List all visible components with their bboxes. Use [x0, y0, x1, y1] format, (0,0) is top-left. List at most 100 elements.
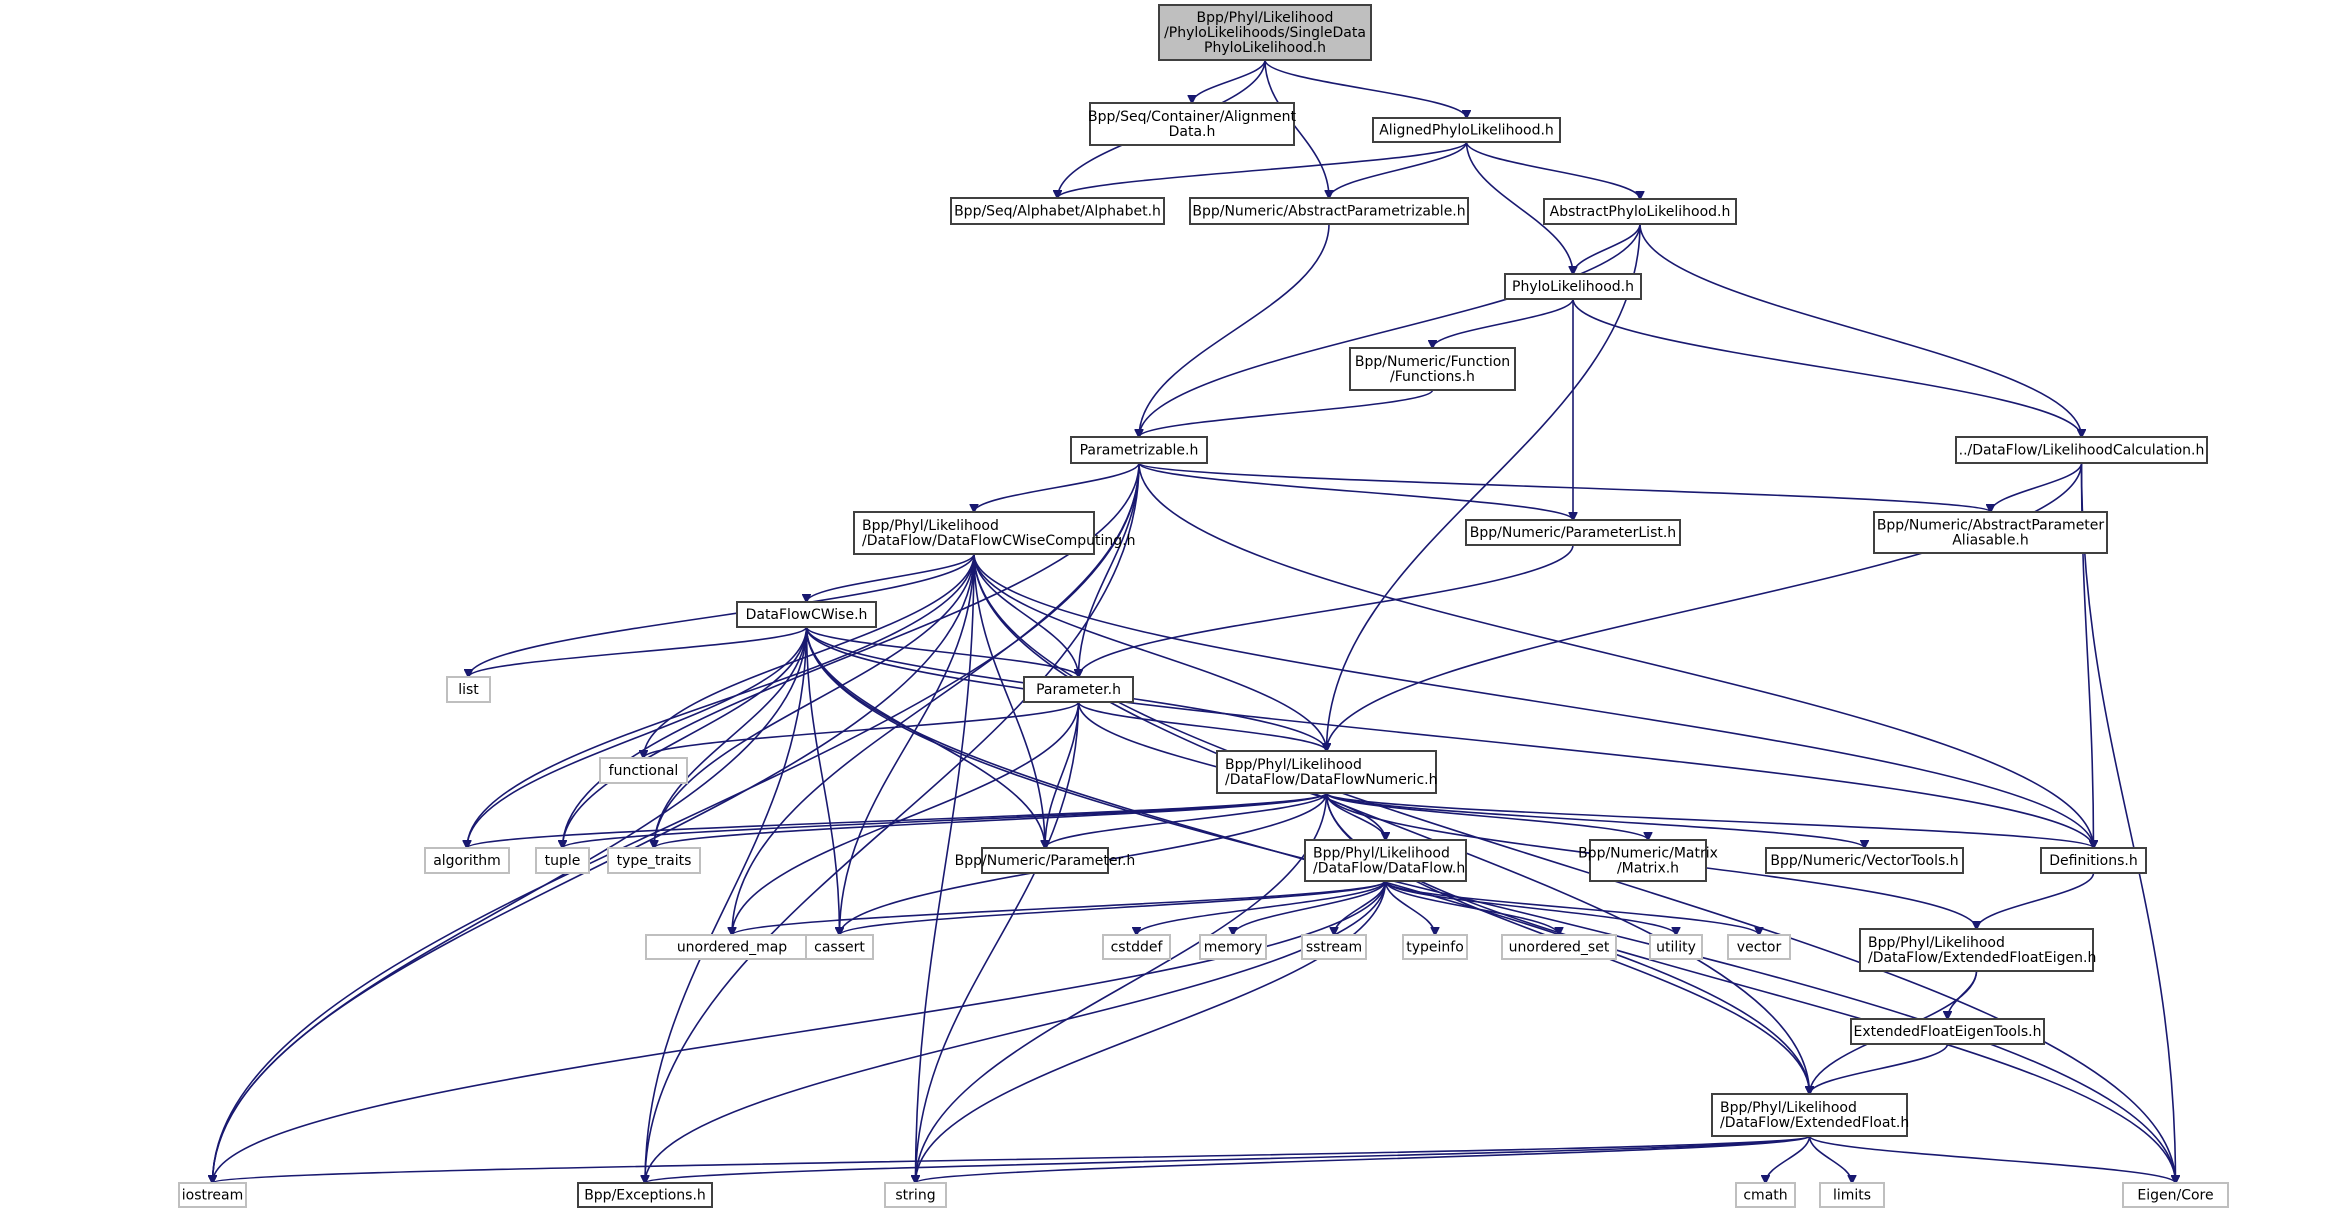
edge-abstract-parametrizable-to-parametrizable — [1139, 223, 1330, 437]
node-label: /DataFlow/DataFlowCWiseComputing.h — [862, 533, 1136, 549]
node-likelihood-calc[interactable]: ../DataFlow/LikelihoodCalculation.h — [1955, 436, 2208, 464]
node-label: ExtendedFloatEigenTools.h — [1854, 1024, 2042, 1040]
node-abstract-phylo[interactable]: AbstractPhyloLikelihood.h — [1543, 198, 1737, 225]
edge-cwise-to-iostream — [213, 626, 808, 1183]
node-vector-tools[interactable]: Bpp/Numeric/VectorTools.h — [1765, 847, 1964, 874]
node-parametrizable[interactable]: Parametrizable.h — [1070, 436, 1208, 464]
edge-root-to-abstract-parametrizable — [1264, 59, 1329, 198]
node-box — [1649, 934, 1703, 960]
node-string[interactable]: string — [884, 1182, 947, 1208]
node-unordered-set[interactable]: unordered_set — [1501, 934, 1617, 960]
node-parameter[interactable]: Parameter.h — [1023, 676, 1134, 703]
edge-cwise-computing-to-algorithm — [467, 553, 975, 848]
node-memory[interactable]: memory — [1199, 934, 1267, 960]
node-typeinfo[interactable]: typeinfo — [1402, 934, 1468, 960]
node-cstddef[interactable]: cstddef — [1102, 934, 1171, 960]
edge-cwise-computing-to-functional — [644, 553, 975, 758]
edge-cwise-computing-to-definitions — [973, 553, 2094, 848]
node-root[interactable]: Bpp/Phyl/Likelihood/PhyloLikelihoods/Sin… — [1158, 4, 1372, 61]
edge-dataflow-to-vector — [1384, 880, 1760, 935]
node-box — [607, 847, 701, 874]
node-utility[interactable]: utility — [1649, 934, 1703, 960]
node-label: Bpp/Seq/Container/Alignment — [1088, 109, 1297, 125]
node-label: /DataFlow/ExtendedFloatEigen.h — [1868, 950, 2096, 966]
node-box — [1089, 102, 1295, 146]
node-extended-float-eigen[interactable]: Bpp/Phyl/Likelihood/DataFlow/ExtendedFlo… — [1859, 928, 2096, 972]
node-box — [1372, 117, 1561, 143]
edge-phylo-to-functions — [1433, 298, 1574, 348]
node-parameter-list[interactable]: Bpp/Numeric/ParameterList.h — [1465, 519, 1681, 546]
node-label: utility — [1656, 940, 1696, 956]
node-aligned-phylo[interactable]: AlignedPhyloLikelihood.h — [1372, 117, 1561, 143]
node-dataflow-numeric[interactable]: Bpp/Phyl/Likelihood/DataFlow/DataFlowNum… — [1216, 750, 1437, 794]
node-numeric-parameter[interactable]: Bpp/Numeric/Parameter.h — [955, 847, 1136, 874]
node-functions[interactable]: Bpp/Numeric/Function/Functions.h — [1349, 347, 1516, 391]
edge-parametrizable-to-unordered-map — [732, 462, 1140, 935]
node-abstract-parametrizable[interactable]: Bpp/Numeric/AbstractParametrizable.h — [1189, 197, 1469, 225]
node-label: Parameter.h — [1036, 682, 1121, 698]
node-extended-float[interactable]: Bpp/Phyl/Likelihood/DataFlow/ExtendedFlo… — [1711, 1093, 1909, 1137]
edge-parametrizable-to-cwise-computing — [974, 462, 1140, 512]
node-box — [950, 197, 1165, 225]
node-type-traits[interactable]: type_traits — [607, 847, 701, 874]
node-box — [424, 847, 510, 874]
node-list[interactable]: list — [446, 676, 491, 703]
node-label: Bpp/Phyl/Likelihood — [862, 518, 999, 534]
edge-dataflow-numeric-to-type-traits — [654, 792, 1328, 848]
node-dataflow[interactable]: Bpp/Phyl/Likelihood/DataFlow/DataFlow.h — [1304, 839, 1467, 882]
edge-cwise-to-definitions — [805, 626, 2094, 848]
edge-cwise-to-eigen-core — [805, 626, 2176, 1183]
node-alphabet[interactable]: Bpp/Seq/Alphabet/Alphabet.h — [950, 197, 1165, 225]
node-eigen-core[interactable]: Eigen/Core — [2122, 1182, 2229, 1208]
edge-definitions-to-extended-float-eigen — [1977, 872, 2095, 929]
node-box — [1216, 750, 1437, 794]
node-box — [1301, 934, 1367, 960]
node-box — [884, 1182, 947, 1208]
node-box — [1501, 934, 1617, 960]
node-label: Bpp/Numeric/ParameterList.h — [1470, 525, 1676, 541]
node-label: iostream — [182, 1188, 244, 1204]
node-box — [1189, 197, 1469, 225]
node-label: Bpp/Seq/Alphabet/Alphabet.h — [954, 204, 1161, 220]
node-box — [1819, 1182, 1885, 1208]
edge-cwise-to-algorithm — [467, 626, 808, 848]
node-tuple[interactable]: tuple — [535, 847, 590, 874]
node-sstream[interactable]: sstream — [1301, 934, 1367, 960]
node-vector[interactable]: vector — [1727, 934, 1791, 960]
node-label: Bpp/Numeric/AbstractParametrizable.h — [1192, 204, 1465, 220]
edge-root-to-aligned-phylo — [1264, 59, 1467, 118]
node-box — [1349, 347, 1516, 391]
node-cwise[interactable]: DataFlowCWise.h — [736, 601, 877, 628]
node-box — [1465, 519, 1681, 546]
node-label: Bpp/Numeric/Function — [1355, 354, 1510, 370]
node-unordered-map[interactable]: unordered_map — [645, 934, 819, 960]
node-functional[interactable]: functional — [599, 757, 688, 784]
node-exceptions[interactable]: Bpp/Exceptions.h — [577, 1182, 713, 1208]
node-cwise-computing[interactable]: Bpp/Phyl/Likelihood/DataFlow/DataFlowCWi… — [853, 511, 1136, 555]
node-algorithm[interactable]: algorithm — [424, 847, 510, 874]
node-phylo[interactable]: PhyloLikelihood.h — [1504, 273, 1642, 300]
node-label: Eigen/Core — [2137, 1188, 2213, 1204]
node-limits[interactable]: limits — [1819, 1182, 1885, 1208]
edge-dataflow-numeric-to-definitions — [1325, 792, 2094, 848]
node-extended-float-eigen-tools[interactable]: ExtendedFloatEigenTools.h — [1850, 1018, 2045, 1045]
edge-dataflow-to-cassert — [840, 880, 1387, 935]
node-label: Bpp/Numeric/VectorTools.h — [1770, 853, 1958, 869]
node-definitions[interactable]: Definitions.h — [2040, 847, 2147, 874]
node-matrix[interactable]: Bpp/Numeric/Matrix/Matrix.h — [1578, 839, 1718, 882]
edge-functions-to-parametrizable — [1139, 389, 1434, 437]
edge-cwise-to-parameter — [805, 626, 1079, 677]
node-cassert[interactable]: cassert — [805, 934, 874, 960]
node-cmath[interactable]: cmath — [1735, 1182, 1796, 1208]
edges-layer — [213, 59, 2176, 1183]
node-box — [1023, 676, 1134, 703]
edge-abstract-phylo-to-phylo — [1573, 223, 1641, 274]
node-label: list — [458, 682, 479, 698]
node-iostream[interactable]: iostream — [178, 1182, 247, 1208]
node-box — [178, 1182, 247, 1208]
node-label: cassert — [814, 940, 865, 956]
node-box — [1102, 934, 1171, 960]
